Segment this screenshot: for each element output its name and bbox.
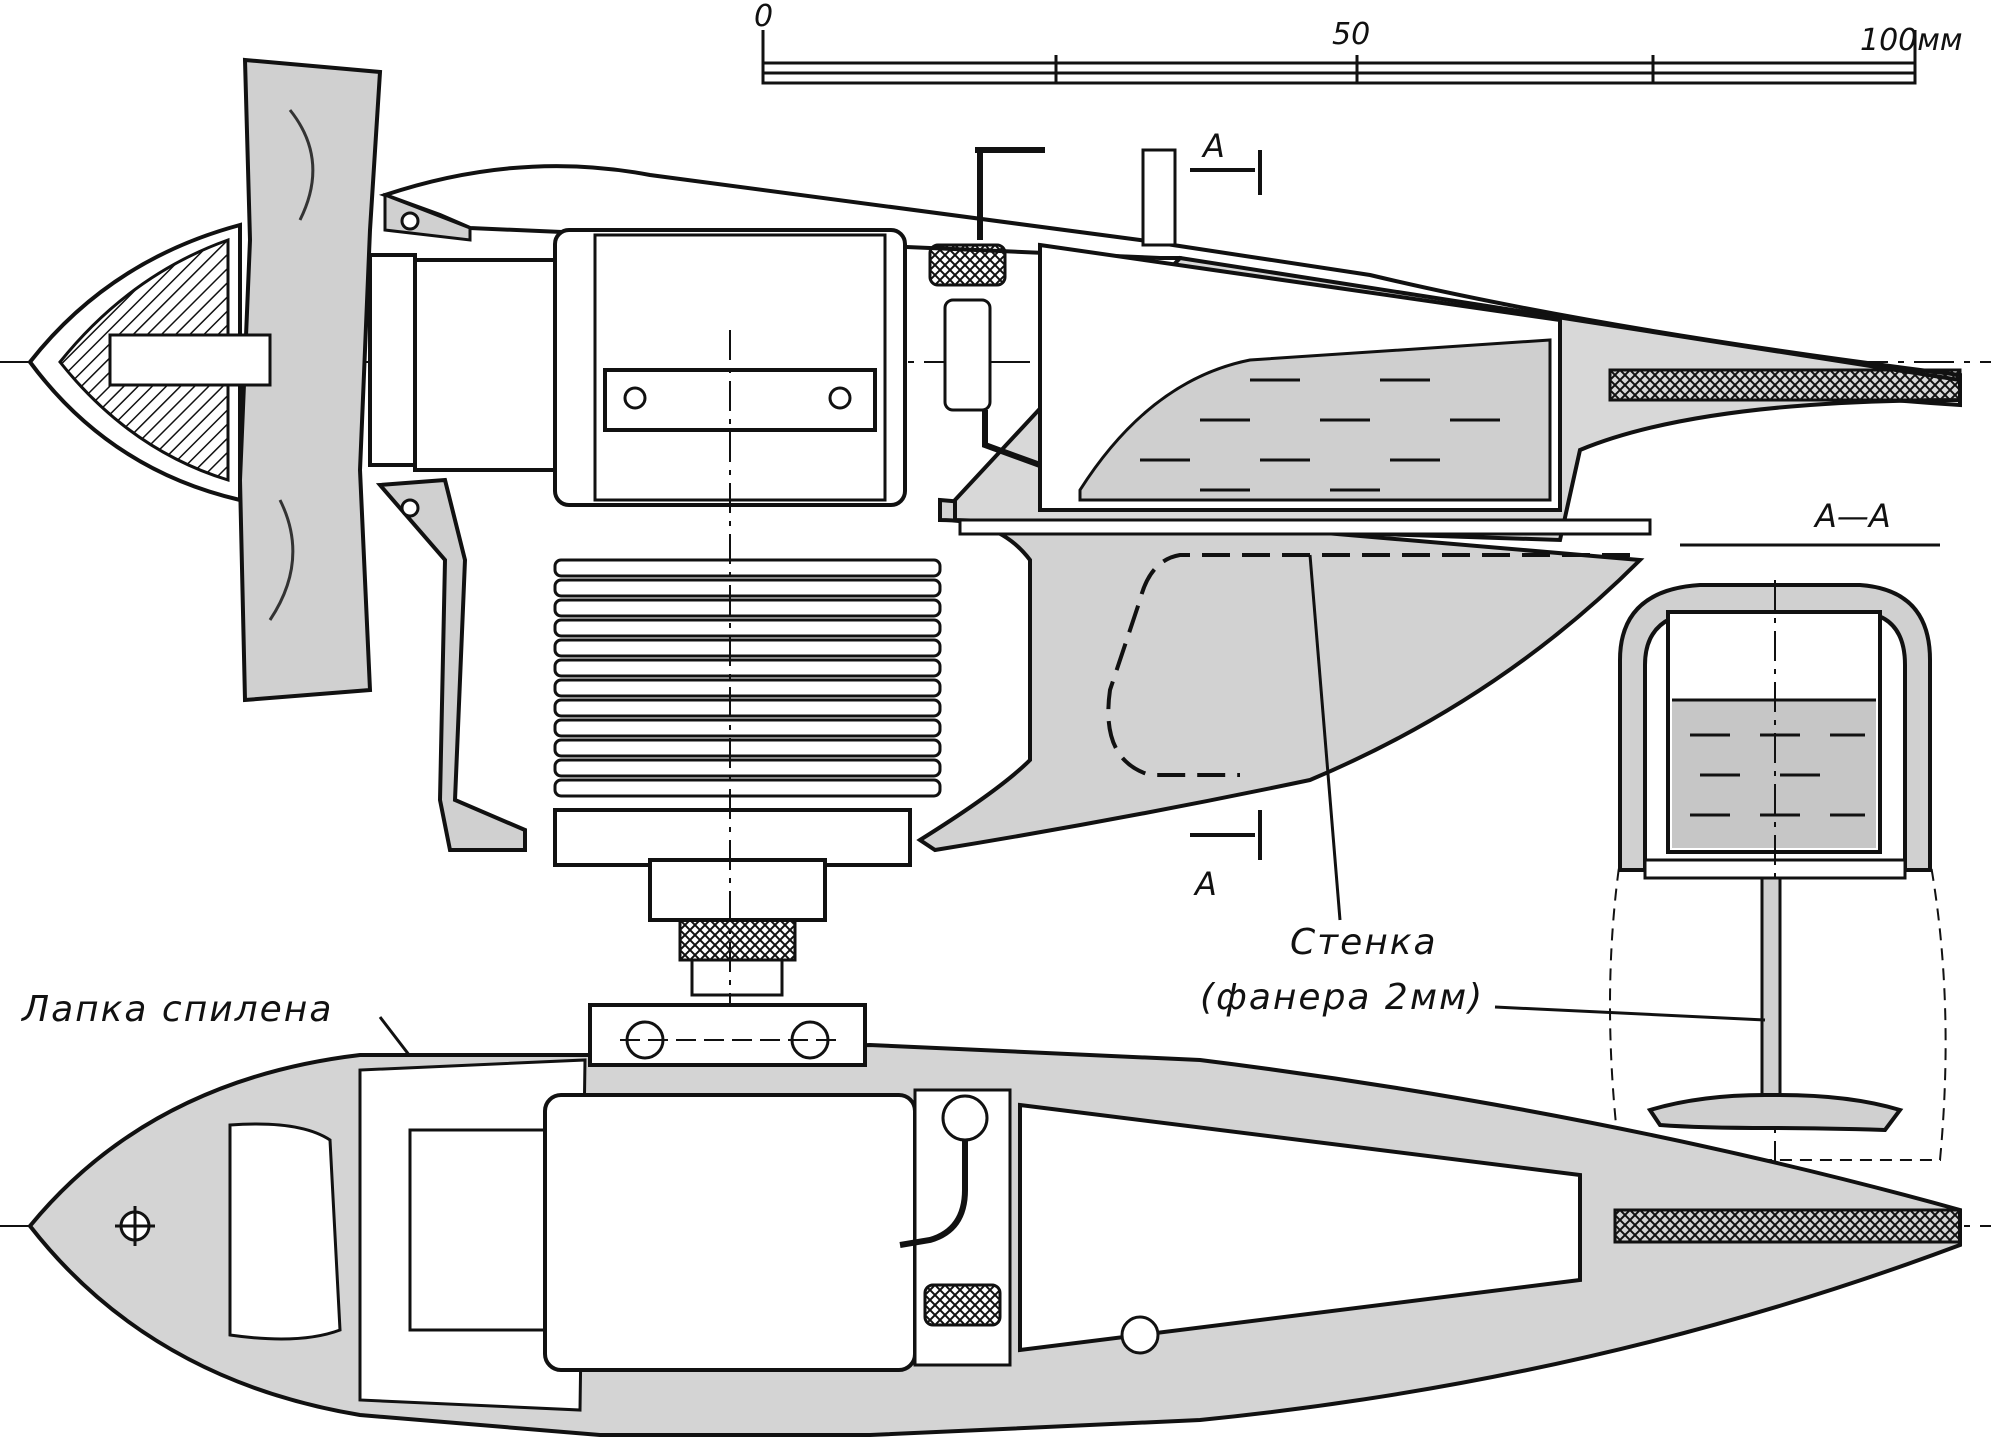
wall-leader-2 [1494, 1005, 1766, 1022]
propeller-blade [237, 57, 383, 703]
top-tank [1018, 1102, 1582, 1353]
section-title: А—А [1815, 497, 1891, 535]
cylinder-fins [553, 558, 942, 798]
top-view [0, 1003, 1991, 1437]
mount-lug-lower [375, 477, 527, 852]
wall-label-line2: (фанера 2мм) [1200, 977, 1485, 1018]
section-mark-bottom-label: А [1195, 865, 1217, 903]
scale-tick-0: 0 [754, 0, 774, 34]
scale-tick-50: 50 [1332, 17, 1371, 52]
wall-leader [1308, 554, 1342, 921]
section-mark [1190, 150, 1262, 860]
wall-label-line1: Стенка [1290, 922, 1438, 963]
side-view [0, 57, 1991, 1010]
scale-bar [761, 30, 1917, 85]
section-a-a [1609, 543, 1947, 1180]
section-foot [1646, 1093, 1904, 1133]
paw-label: Лапка спилена [22, 989, 334, 1030]
scale-tick-100: 100мм [1860, 23, 1963, 58]
section-mark-top-label: А [1203, 127, 1225, 165]
rear-fairing [916, 497, 1645, 853]
plywood-wall [1106, 553, 1630, 777]
